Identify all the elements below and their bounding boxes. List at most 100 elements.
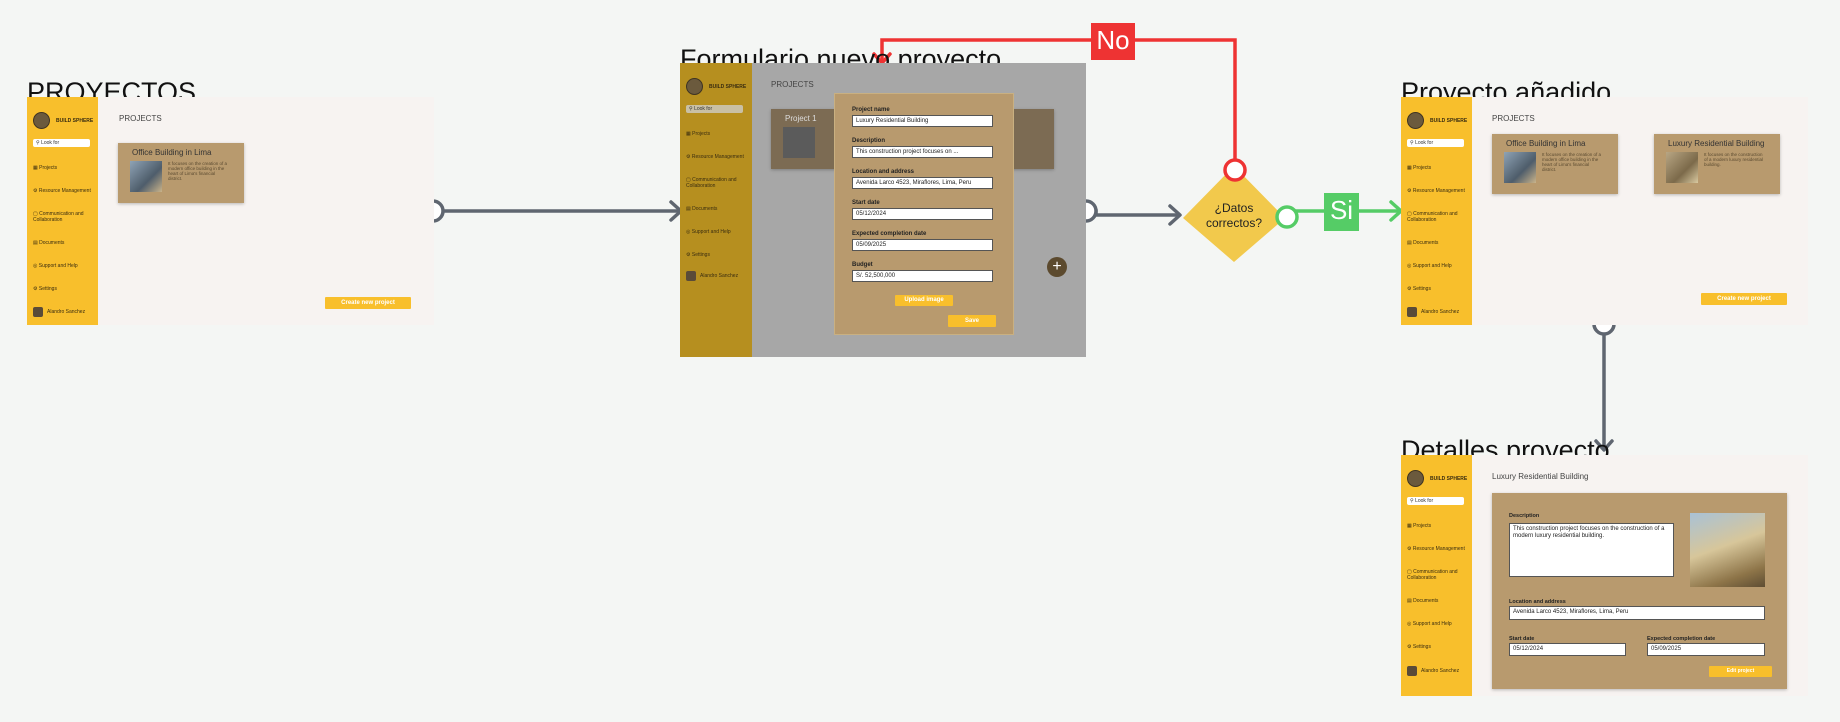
sidebar-item-support[interactable]: ◎ Support and Help [1407, 621, 1469, 627]
sidebar-item-label: Projects [692, 131, 711, 137]
brand-name: BUILD SPHERE [709, 83, 747, 90]
details-description-field[interactable]: This construction project focuses on the… [1509, 523, 1674, 577]
brand: BUILD SPHERE [33, 112, 93, 129]
user-profile[interactable]: Alandro Sanchez [1407, 307, 1459, 317]
sidebar-item-label: Projects [39, 165, 58, 171]
sidebar-item-label: Settings [1412, 286, 1431, 292]
sidebar: BUILD SPHERE ⚲ Look for ▦ Projects ⚙ Res… [1401, 97, 1472, 325]
name-field[interactable]: Luxury Residential Building [852, 115, 993, 127]
start-date-field[interactable]: 05/12/2024 [852, 208, 993, 220]
create-project-button[interactable]: Create new project [1701, 293, 1787, 305]
location-label: Location and address [852, 169, 915, 175]
search-placeholder: Look for [1415, 498, 1434, 504]
help-icon: ◎ [33, 263, 39, 269]
decision-label: ¿Datos correctos? [1184, 201, 1284, 231]
sidebar-item-settings[interactable]: ⚙ Settings [686, 252, 748, 258]
brand: BUILD SPHERE [1407, 470, 1467, 487]
sidebar-item-support[interactable]: ◎ Support and Help [33, 263, 95, 269]
sidebar-item-label: Support and Help [38, 263, 78, 269]
project-card-desc: It focuses on the creation of a modern o… [1542, 152, 1602, 172]
project-card-office[interactable]: Office Building in Lima It focuses on th… [118, 143, 244, 203]
sidebar-item-label: Resource Management [1412, 188, 1465, 194]
user-profile[interactable]: Alandro Sanchez [33, 307, 85, 317]
sidebar-item-projects[interactable]: ▦ Projects [1407, 523, 1469, 529]
project-photo [1690, 513, 1765, 587]
sidebar-item-resources[interactable]: ⚙ Resource Management [686, 154, 748, 160]
sidebar-item-settings[interactable]: ⚙ Settings [33, 286, 95, 292]
screen-formulario: BUILD SPHERE ⚲ Look for ▦ Projects ⚙ Res… [680, 63, 1086, 357]
no-badge: No [1091, 23, 1135, 60]
new-project-modal: Project name Luxury Residential Building… [834, 93, 1014, 335]
details-start-field[interactable]: 05/12/2024 [1509, 643, 1626, 656]
sidebar-item-documents[interactable]: ▤ Documents [1407, 240, 1469, 246]
sidebar-item-label: Resource Management [691, 154, 744, 160]
brand-name: BUILD SPHERE [1430, 475, 1468, 482]
avatar [33, 307, 43, 317]
sidebar-item-label: Documents [1413, 598, 1439, 604]
create-project-button[interactable]: Create new project [325, 297, 411, 309]
sidebar-item-label: Communication and Collaboration [686, 177, 737, 189]
sidebar-item-communication[interactable]: ▢ Communication and Collaboration [686, 177, 748, 189]
gear-icon: ⚙ [1407, 286, 1413, 292]
sidebar-item-communication[interactable]: ▢ Communication and Collaboration [33, 211, 95, 223]
search-input[interactable]: ⚲ Look for [686, 105, 743, 113]
sidebar-item-label: Communication and Collaboration [1407, 211, 1458, 223]
sidebar-item-settings[interactable]: ⚙ Settings [1407, 644, 1469, 650]
user-name: Alandro Sanchez [1421, 309, 1460, 315]
sidebar-item-communication[interactable]: ▢ Communication and Collaboration [1407, 569, 1469, 581]
project-card-office[interactable]: Office Building in Lima It focuses on th… [1492, 134, 1618, 194]
arrowhead-detalles [1594, 439, 1614, 452]
anchor-no [1223, 158, 1247, 182]
sidebar-item-projects[interactable]: ▦ Projects [686, 131, 748, 137]
sidebar-item-label: Settings [1412, 644, 1431, 650]
sidebar-item-documents[interactable]: ▤ Documents [1407, 598, 1469, 604]
sidebar-item-resources[interactable]: ⚙ Resource Management [1407, 188, 1469, 194]
sidebar: BUILD SPHERE ⚲ Look for ▦ Projects ⚙ Res… [680, 63, 752, 357]
sidebar-item-settings[interactable]: ⚙ Settings [1407, 286, 1469, 292]
search-input[interactable]: ⚲ Look for [33, 139, 90, 147]
avatar [1407, 307, 1417, 317]
sidebar-item-resources[interactable]: ⚙ Resource Management [33, 188, 95, 194]
project-card-luxury[interactable]: Luxury Residential Building It focuses o… [1654, 134, 1780, 194]
name-label: Project name [852, 107, 890, 113]
budget-field[interactable]: S/. 52,500,000 [852, 270, 993, 282]
sidebar-item-documents[interactable]: ▤ Documents [33, 240, 95, 246]
add-project-icon[interactable]: + [1047, 257, 1067, 277]
sidebar-item-documents[interactable]: ▤ Documents [686, 206, 748, 212]
edit-project-button[interactable]: Edit project [1709, 666, 1772, 677]
start-date-label: Start date [852, 200, 880, 206]
sidebar-item-projects[interactable]: ▦ Projects [1407, 165, 1469, 171]
page-title: PROJECTS [119, 114, 162, 123]
search-input[interactable]: ⚲ Look for [1407, 139, 1464, 147]
cog-icon: ⚙ [686, 154, 692, 160]
decision-diamond [1183, 166, 1285, 262]
details-start-label: Start date [1509, 636, 1535, 642]
completion-date-field[interactable]: 05/09/2025 [852, 239, 993, 251]
sidebar-item-resources[interactable]: ⚙ Resource Management [1407, 546, 1469, 552]
details-description-label: Description [1509, 513, 1540, 519]
help-icon: ◎ [686, 229, 692, 235]
sidebar-item-communication[interactable]: ▢ Communication and Collaboration [1407, 211, 1469, 223]
sidebar-item-support[interactable]: ◎ Support and Help [1407, 263, 1469, 269]
sidebar-item-projects[interactable]: ▦ Projects [33, 165, 95, 171]
brand-name: BUILD SPHERE [56, 117, 94, 124]
user-profile[interactable]: Alandro Sanchez [686, 271, 738, 281]
screen-proyectos: BUILD SPHERE ⚲ Look for ▦ Projects ⚙ Res… [27, 97, 434, 325]
connector-no [880, 38, 1237, 160]
sidebar-item-support[interactable]: ◎ Support and Help [686, 229, 748, 235]
upload-image-button[interactable]: Upload image [895, 295, 953, 306]
details-end-field[interactable]: 05/09/2025 [1647, 643, 1765, 656]
search-input[interactable]: ⚲ Look for [1407, 497, 1464, 505]
description-label: Description [852, 138, 886, 144]
description-field[interactable]: This construction project focuses on ... [852, 146, 993, 158]
location-field[interactable]: Avenida Larco 4523, Miraflores, Lima, Pe… [852, 177, 993, 189]
document-icon: ▤ [1407, 240, 1414, 246]
user-profile[interactable]: Alandro Sanchez [1407, 666, 1459, 676]
sidebar-item-label: Projects [1413, 523, 1432, 529]
sidebar-item-label: Support and Help [691, 229, 731, 235]
save-button[interactable]: Save [948, 315, 996, 327]
building-image [1666, 152, 1698, 183]
cog-icon: ⚙ [33, 188, 39, 194]
grid-icon: ▦ [686, 131, 693, 137]
details-location-field[interactable]: Avenida Larco 4523, Miraflores, Lima, Pe… [1509, 606, 1765, 620]
